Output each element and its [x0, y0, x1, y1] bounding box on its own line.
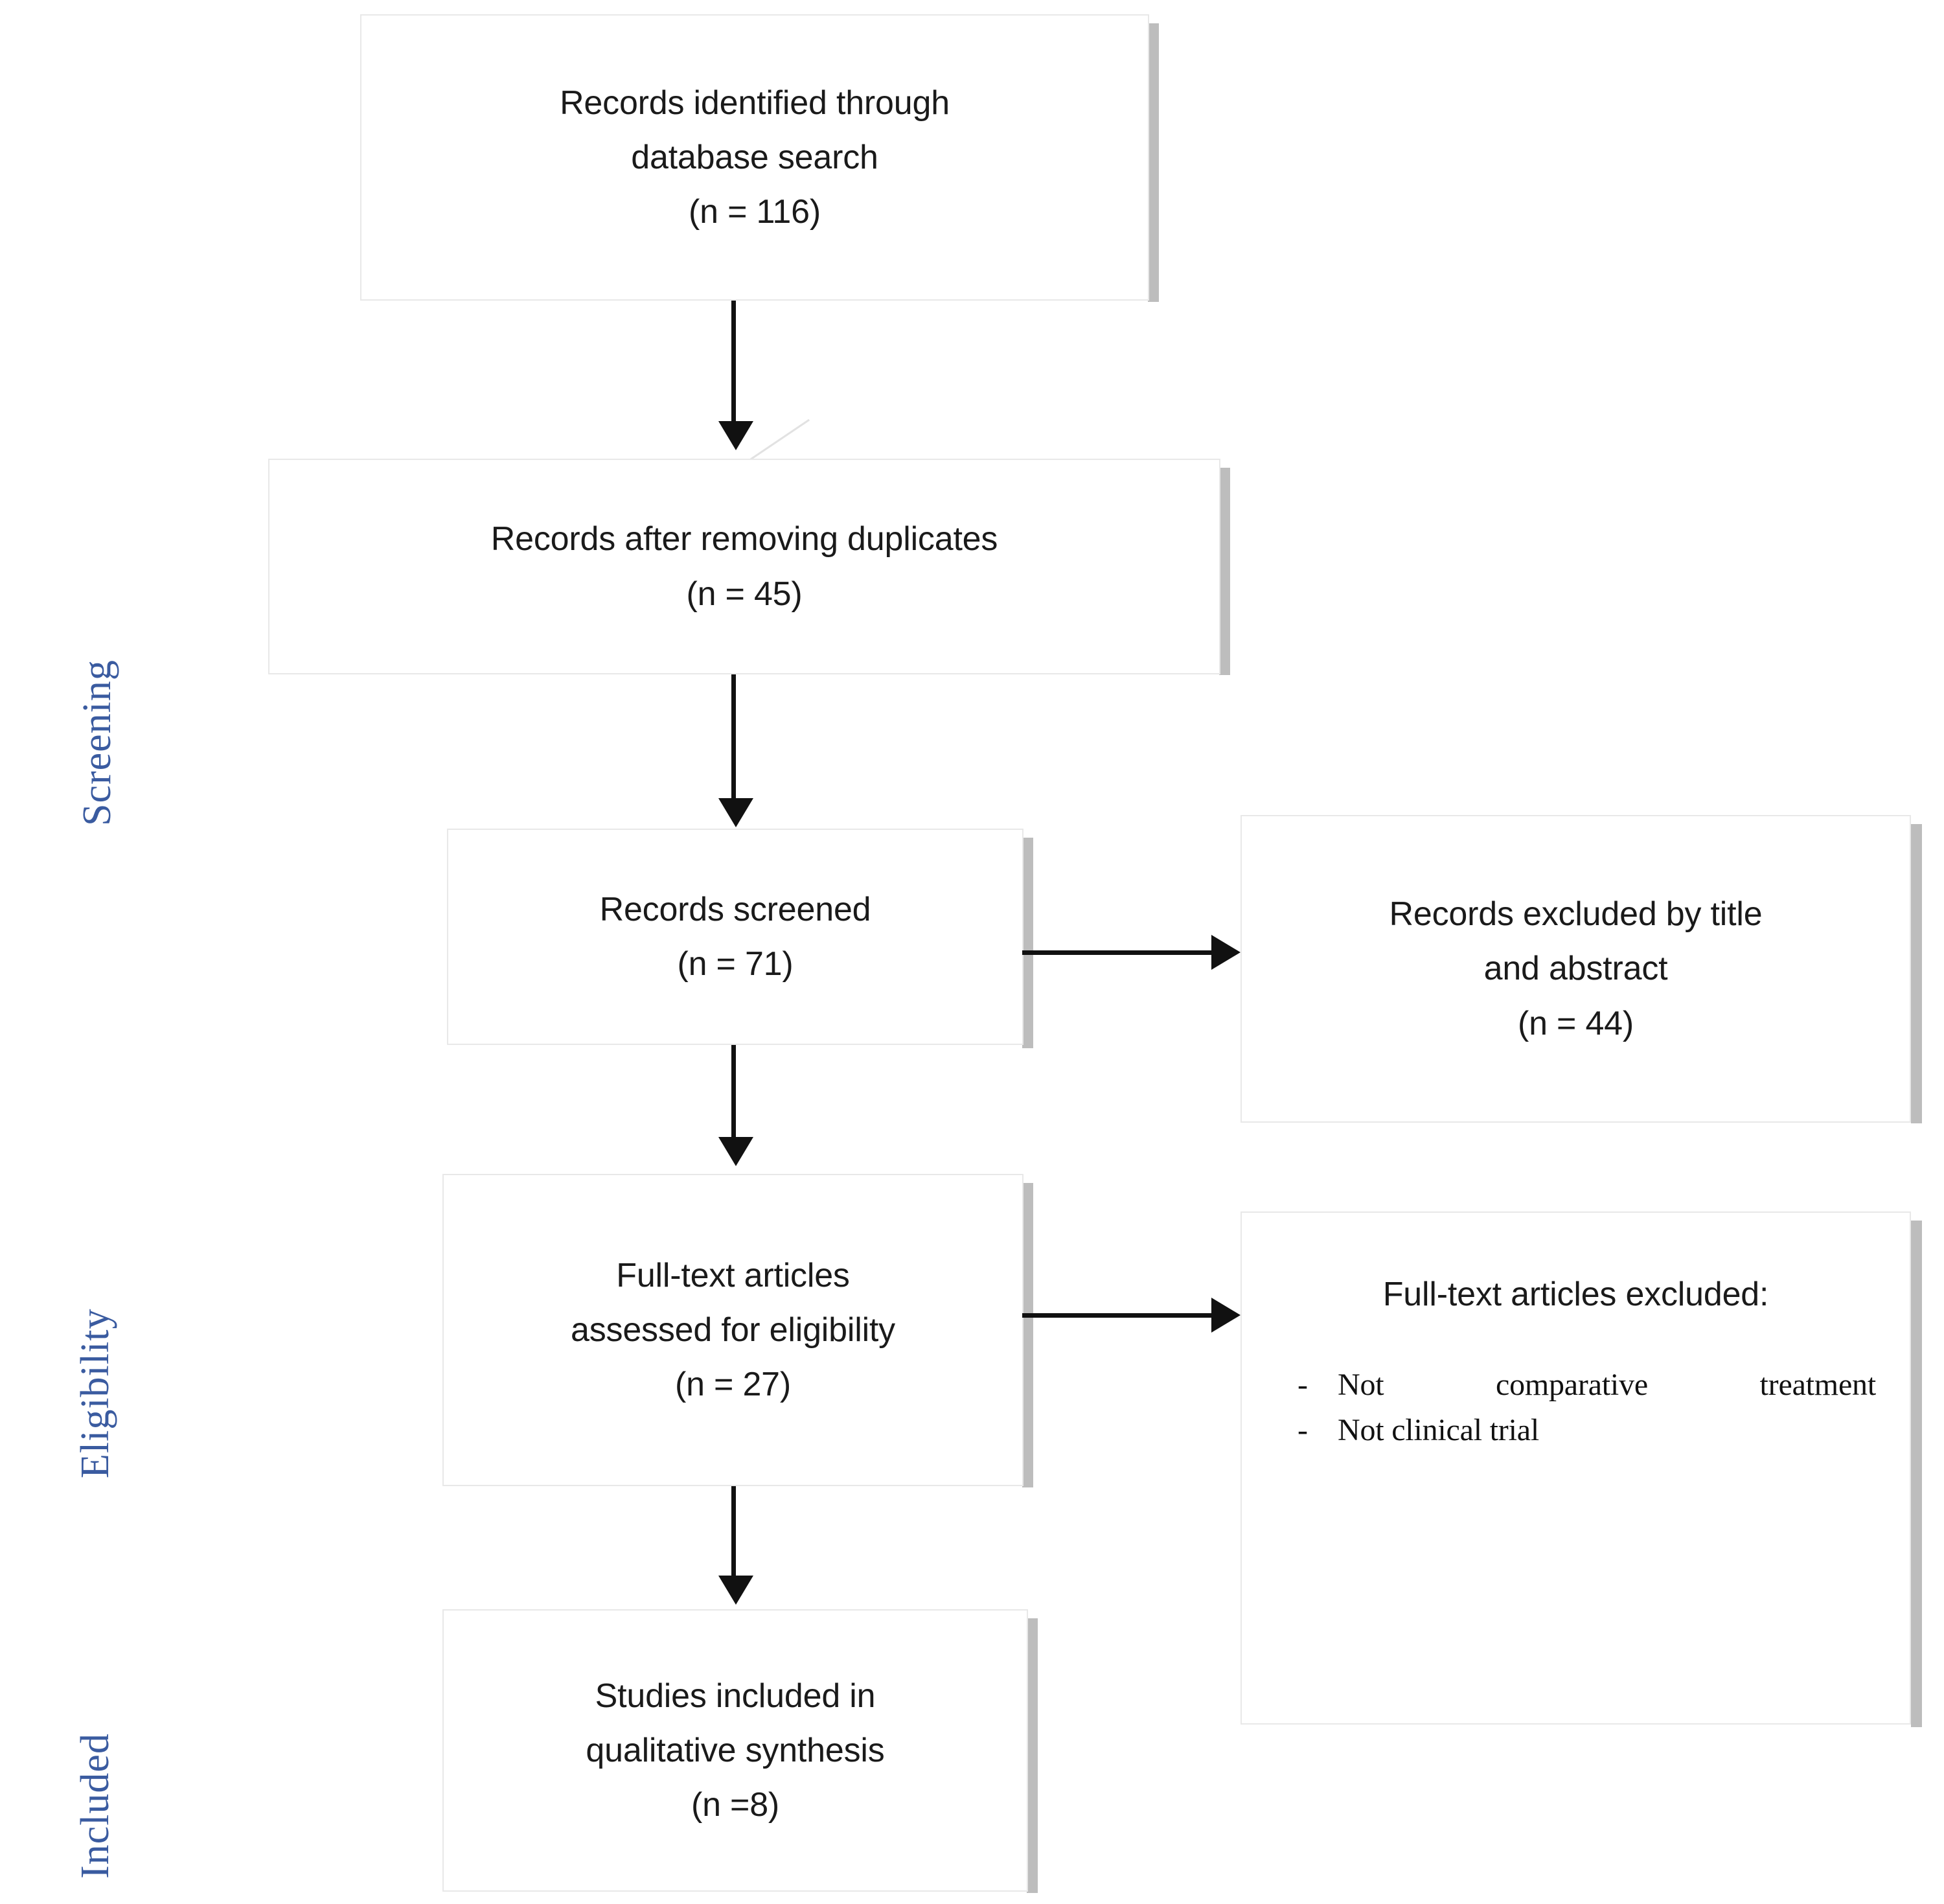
box-shadow-identified	[1148, 23, 1159, 302]
box-records-screened: Records screened (n = 71)	[447, 829, 1023, 1045]
box-line: (n = 44)	[1517, 1004, 1634, 1042]
box-line: Records screened	[599, 890, 871, 928]
arrowhead-down	[718, 798, 753, 827]
box-fulltext-articles-excluded: Full-text articles excluded: - Not compa…	[1241, 1211, 1911, 1725]
box-records-excluded-title-abstract: Records excluded by title and abstract (…	[1241, 815, 1911, 1123]
connector-fulltext-to-excluded	[1022, 1313, 1217, 1318]
arrowhead-down	[718, 1137, 753, 1166]
box-shadow-screened	[1022, 838, 1033, 1048]
box-line: Records excluded by title	[1389, 895, 1763, 934]
box-line: (n = 116)	[689, 193, 821, 231]
stage-label-screening: Screening	[75, 660, 119, 826]
box-shadow-included	[1027, 1618, 1038, 1893]
box-line: qualitative synthesis	[586, 1731, 885, 1769]
arrowhead-down	[718, 1576, 753, 1605]
box-shadow-fulltext-excluded	[1911, 1221, 1922, 1727]
box-studies-included: Studies included in qualitative synthesi…	[442, 1609, 1028, 1892]
arrowhead-right	[1211, 935, 1241, 970]
box-line: (n =8)	[691, 1786, 780, 1824]
connector-identified-to-duplicates	[731, 301, 736, 428]
connector-screened-to-excluded	[1022, 950, 1217, 955]
connector-fulltext-to-included	[731, 1486, 736, 1580]
list-item: - Not comparative treatment	[1275, 1364, 1876, 1405]
connector-screened-to-fulltext	[731, 1045, 736, 1142]
excluded-title: Full-text articles excluded:	[1382, 1276, 1769, 1313]
box-line: (n = 45)	[686, 575, 803, 613]
box-records-after-duplicates: Records after removing duplicates (n = 4…	[268, 459, 1220, 674]
box-line: assessed for eligibility	[571, 1311, 895, 1349]
box-line: Full-text articles	[616, 1256, 850, 1294]
box-line: Records after removing duplicates	[490, 520, 998, 558]
box-shadow-duplicates	[1219, 468, 1230, 675]
reason-text: Not comparative treatment	[1338, 1368, 1876, 1403]
excluded-reasons-list: - Not comparative treatment - Not clinic…	[1275, 1364, 1876, 1454]
box-records-identified: Records identified through database sear…	[360, 14, 1149, 301]
arrowhead-down	[718, 421, 753, 450]
list-item: - Not clinical trial	[1275, 1410, 1876, 1451]
box-shadow-excluded-title	[1911, 824, 1922, 1123]
connector-duplicates-to-screened	[731, 674, 736, 805]
box-line: and abstract	[1483, 950, 1668, 988]
box-shadow-fulltext-assessed	[1022, 1183, 1033, 1487]
arrowhead-right	[1211, 1298, 1241, 1333]
box-fulltext-assessed: Full-text articles assessed for eligibil…	[442, 1174, 1023, 1486]
box-line: Records identified through	[560, 84, 950, 122]
box-line: database search	[631, 138, 878, 176]
stage-label-eligibility: Eligibility	[73, 1308, 117, 1478]
box-line: (n = 71)	[677, 945, 794, 983]
stray-line-artifact	[749, 419, 810, 461]
box-line: (n = 27)	[674, 1366, 792, 1404]
bullet-dash: -	[1298, 1368, 1308, 1403]
bullet-dash: -	[1298, 1412, 1308, 1447]
reason-text: Not clinical trial	[1338, 1412, 1539, 1447]
box-line: Studies included in	[595, 1677, 876, 1715]
stage-label-included: Included	[73, 1733, 117, 1879]
